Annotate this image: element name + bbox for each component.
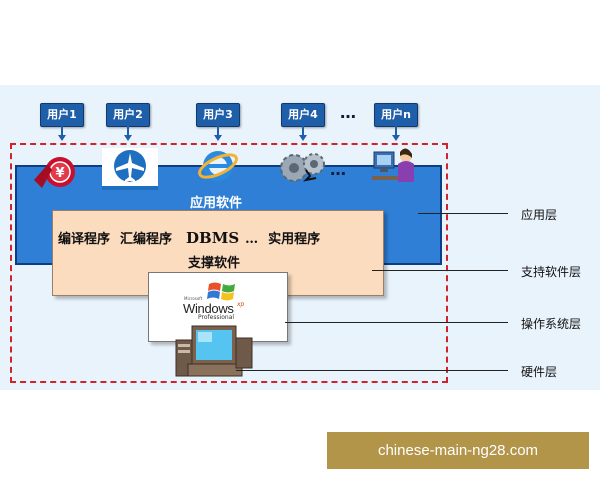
windows-flag-icon <box>207 282 235 301</box>
user-box-n: 用户n <box>374 103 418 141</box>
os-brand: Windows <box>183 301 234 316</box>
computer-user-icon <box>372 148 414 182</box>
gears-icon <box>280 153 325 182</box>
support-layer-connector <box>372 270 508 271</box>
user-ellipsis: … <box>340 103 356 122</box>
compiler-label: 编译程序 <box>58 232 111 247</box>
assembler-label: 汇编程序 <box>120 232 173 247</box>
os-layer-label: 操作系统层 <box>521 317 582 331</box>
application-software-title: 应用软件 <box>190 196 243 211</box>
os-edition: Professional <box>198 314 235 321</box>
svg-text:¥: ¥ <box>55 166 64 181</box>
utility-label: 实用程序 <box>268 232 321 247</box>
watermark-banner: chinese-main-ng28.com <box>327 432 589 469</box>
user-box-4: 用户4 <box>281 103 325 141</box>
support-software-title: 支撑软件 <box>188 256 241 271</box>
user-box-2: 用户2 <box>106 103 150 141</box>
os-brand-small: Microsoft <box>184 296 203 301</box>
hardware-layer-connector <box>236 370 508 371</box>
dbms-label: DBMS <box>186 229 240 247</box>
desktop-computer-icon <box>175 325 253 377</box>
support-ellipsis: … <box>245 232 259 247</box>
support-layer-label: 支持软件层 <box>521 265 582 279</box>
ie-browser-icon <box>198 151 238 181</box>
support-software-items: 编译程序汇编程序 DBMS … 实用程序 <box>58 228 330 247</box>
app-layer-label: 应用层 <box>521 208 558 222</box>
user-box-3: 用户3 <box>196 103 240 141</box>
os-layer-connector <box>285 322 508 323</box>
app-layer-connector <box>418 213 508 214</box>
hardware-layer-label: 硬件层 <box>521 365 558 379</box>
icon-ellipsis: … <box>330 160 346 179</box>
airplane-icon <box>102 148 158 190</box>
user-box-1: 用户1 <box>40 103 84 141</box>
yen-bank-icon: ¥ <box>34 157 75 188</box>
system-dashed-frame <box>10 143 448 383</box>
os-brand-sup: xp <box>237 301 245 308</box>
